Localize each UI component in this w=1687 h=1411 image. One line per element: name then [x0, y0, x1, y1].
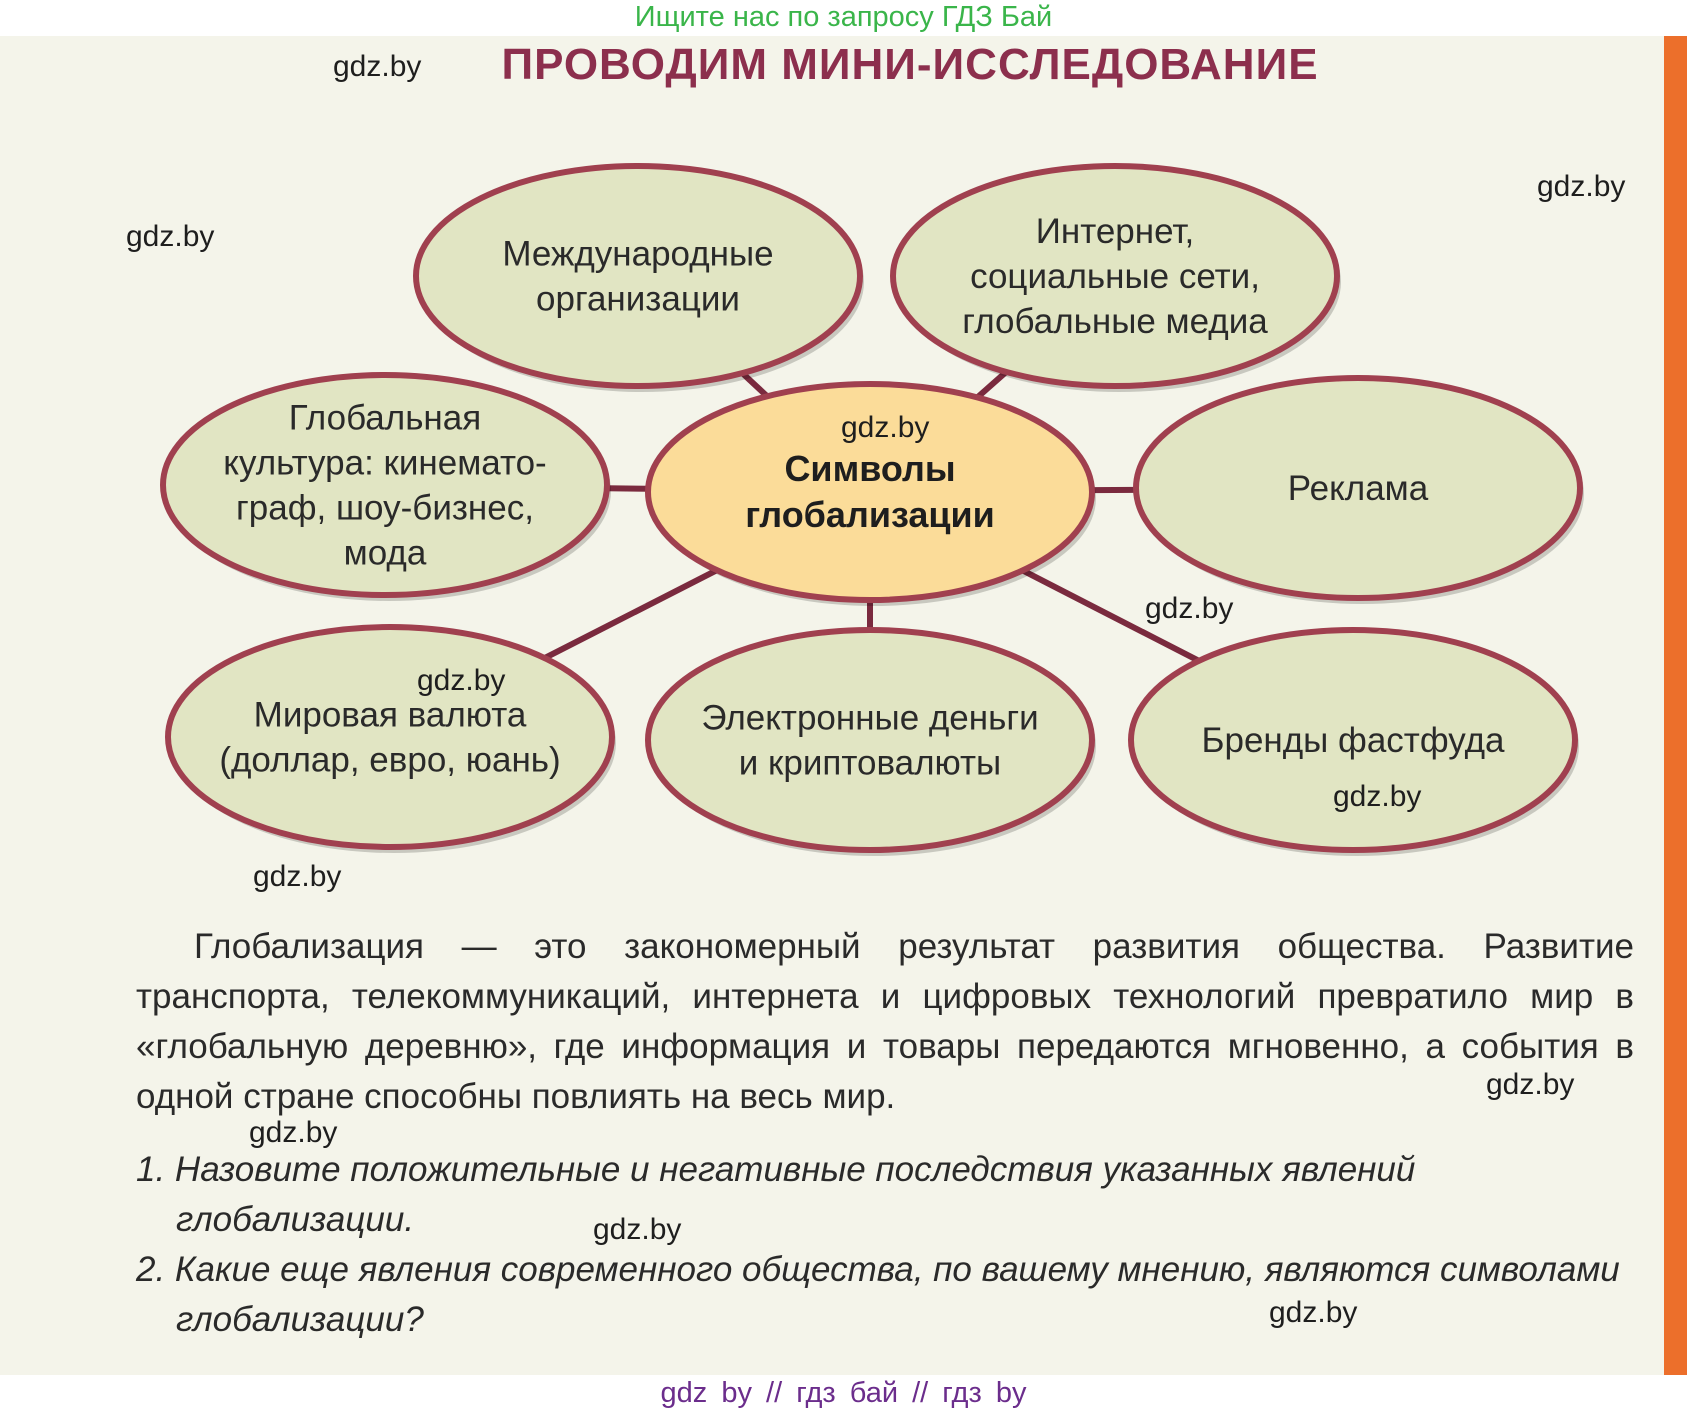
node-e-money: Электронные деньги и криптовалюты	[645, 627, 1096, 856]
nodes: Международные организации Интернет, социаль…	[160, 163, 1584, 856]
watermark: gdz.by	[126, 220, 215, 253]
node-advertising: Реклама	[1133, 375, 1584, 604]
connectors	[543, 369, 1201, 664]
question-list: 1. Назовите положительные и негативные п…	[136, 1145, 1634, 1345]
node-label-line: мода	[344, 534, 427, 573]
node-label-line: Реклама	[1288, 469, 1429, 508]
watermark: gdz.by	[253, 860, 342, 893]
node-center: Символы глобализации	[645, 381, 1096, 606]
node-ellipse	[1128, 627, 1578, 853]
watermark: gdz.by	[1537, 170, 1626, 203]
watermark: gdz.by	[1269, 1296, 1358, 1329]
watermark: gdz.by	[841, 411, 930, 444]
node-label-line: Символы	[784, 448, 955, 489]
node-fastfood: Бренды фастфуда	[1128, 627, 1579, 856]
node-label-line: Электронные деньги	[701, 699, 1038, 738]
node-label-line: культура: кинемато-	[223, 444, 546, 483]
connector-intl-orgs	[740, 370, 770, 399]
bottom-banner: gdz by // гдз бай // гдз by	[660, 1377, 1027, 1409]
connector-global-culture	[606, 485, 649, 492]
watermark: gdz.by	[333, 50, 422, 83]
top-banner: Ищите нас по запросу ГДЗ Бай	[634, 1, 1053, 33]
body-paragraph: Глобализация — это закономерный результа…	[136, 927, 1634, 1116]
watermark: gdz.by	[1145, 592, 1234, 625]
watermark: gdz.by	[1333, 780, 1422, 813]
node-global-culture: Глобальная культура: кинемато-граф, шоу-б…	[160, 372, 611, 601]
node-label-line: и криптовалюты	[739, 744, 1001, 783]
connector-internet	[975, 369, 1009, 400]
node-label-line: Международные	[502, 235, 773, 274]
watermark: gdz.by	[1486, 1068, 1575, 1101]
question-2: 2. Какие еще явления современного общест…	[136, 1250, 1620, 1339]
watermark: gdz.by	[417, 664, 506, 697]
node-ellipse	[645, 627, 1095, 853]
node-label-line: социальные сети,	[970, 257, 1260, 296]
node-ellipse	[1133, 375, 1583, 601]
node-intl-orgs: Международные организации	[413, 163, 864, 392]
node-ellipse	[165, 624, 615, 850]
node-ellipse	[645, 381, 1095, 603]
node-ellipse	[413, 163, 863, 389]
node-label-line: (доллар, евро, юань)	[219, 741, 560, 780]
node-ellipse	[160, 372, 610, 598]
watermark: gdz.by	[249, 1116, 338, 1149]
connector-world-currency	[543, 567, 719, 661]
node-label-line: Бренды фастфуда	[1202, 721, 1505, 760]
section-title: ПРОВОДИМ МИНИ-ИССЛЕДОВАНИЕ	[501, 40, 1319, 89]
watermark: gdz.by	[593, 1213, 682, 1246]
node-label-line: Мировая валюта	[254, 696, 527, 735]
node-label-line: организации	[536, 280, 740, 319]
node-label-line: Интернет,	[1036, 212, 1195, 251]
node-label-line: глобальные медиа	[962, 302, 1268, 341]
node-internet: Интернет, социальные сети, глобальные меди…	[890, 163, 1341, 392]
connector-fastfood	[1021, 567, 1201, 664]
node-ellipse	[890, 163, 1340, 389]
page-edge-bar	[1664, 36, 1687, 1375]
node-label-line: Глобальная	[289, 399, 481, 438]
node-world-currency: Мировая валюта (доллар, евро, юань)	[165, 624, 616, 853]
question-1: 1. Назовите положительные и негативные п…	[136, 1150, 1416, 1239]
node-label-line: граф, шоу-бизнес,	[236, 489, 534, 528]
node-label-line: глобализации	[745, 494, 995, 535]
